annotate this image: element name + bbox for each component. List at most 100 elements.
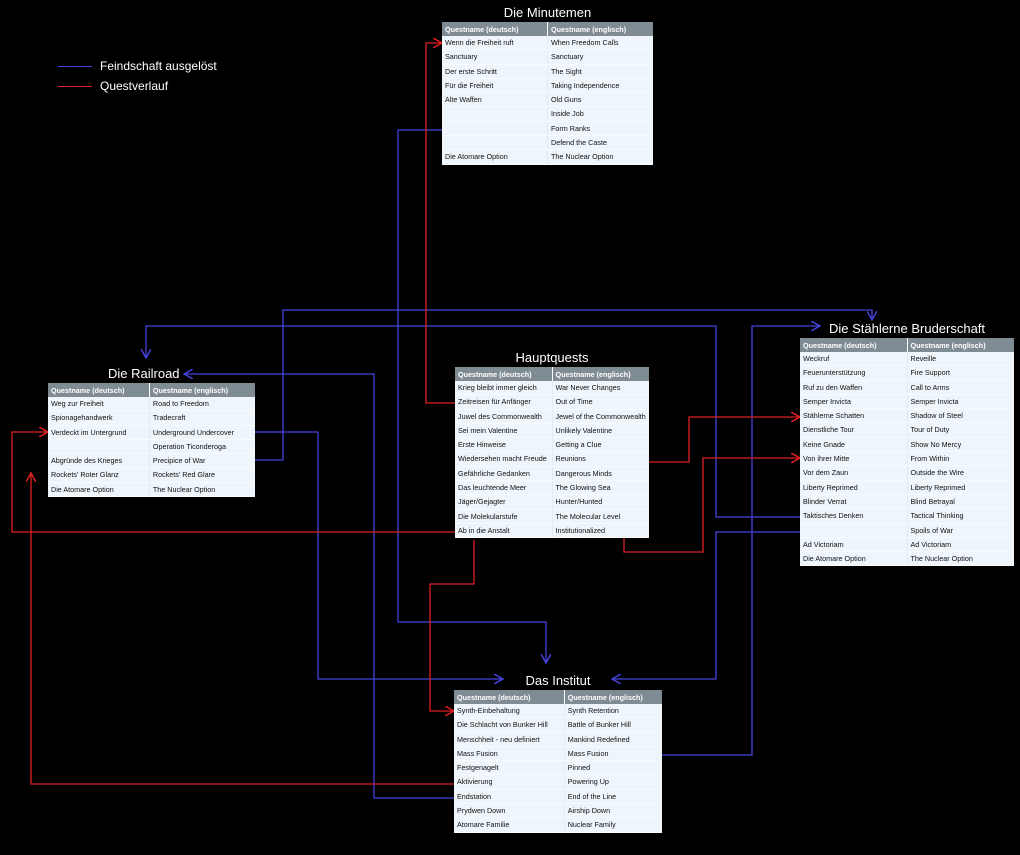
quest-name-german: Weckruf (800, 352, 908, 367)
quest-flow-connector (425, 43, 455, 404)
quest-name-english: Synth Retention (564, 704, 662, 719)
column-german: Questname (deutsch) (800, 338, 908, 352)
quest-name-english: Mass Fusion (564, 746, 662, 762)
quest-name-german (442, 106, 548, 122)
quest-name-german: Die Molekularstufe (455, 509, 553, 524)
quest-name-german: Atomare Familie (454, 817, 565, 833)
table-row: Operation Ticonderoga (48, 439, 255, 455)
hostility-connector (662, 326, 820, 756)
quest-table: Questname (deutsch)Questname (englisch)W… (800, 338, 1014, 567)
quest-flow-connector (11, 432, 455, 533)
legend-quest-flow-label: Questverlauf (100, 79, 169, 93)
quest-name-german: Verdeckt im Untergrund (48, 425, 150, 440)
quest-name-english: Powering Up (564, 774, 662, 790)
quest-name-german: Alte Waffen (442, 92, 548, 108)
quest-name-english: Institutionalized (552, 523, 649, 539)
quest-name-english: Underground Undercover (149, 425, 255, 440)
faction-railroad: Die Railroad Questname (deutsch)Questnam… (48, 365, 255, 498)
table-row: Spoils of War (800, 523, 1014, 538)
quest-name-german: Feuerunterstützung (800, 365, 908, 381)
quest-name-german: Krieg bleibt immer gleich (455, 381, 553, 396)
quest-name-german: Ab in die Anstalt (455, 523, 553, 539)
quest-name-english: Road to Freedom (149, 397, 255, 412)
quest-name-german: Prydwen Down (454, 803, 565, 819)
quest-name-english: Operation Ticonderoga (149, 439, 255, 455)
quest-flow-connector (31, 473, 455, 785)
quest-name-english: Airship Down (564, 803, 662, 819)
quest-name-english: Pinned (564, 760, 662, 776)
column-english: Questname (englisch) (564, 690, 662, 704)
quest-name-german: Menschheit - neu definiert (454, 732, 565, 747)
quest-name-english: Shadow of Steel (907, 408, 1014, 424)
hostility-connector (612, 531, 800, 679)
quest-name-english: Tradecraft (149, 410, 255, 426)
table-row: Inside Job (442, 106, 653, 122)
column-english: Questname (englisch) (552, 367, 649, 381)
quest-name-english: War Never Changes (552, 381, 649, 396)
quest-name-german: Weg zur Freiheit (48, 397, 150, 412)
legend-quest-flow: Questverlauf (58, 76, 217, 96)
quest-name-german: Die Atomare Option (48, 482, 150, 498)
quest-table: Questname (deutsch)Questname (englisch)K… (455, 367, 649, 539)
quest-name-english: Tour of Duty (907, 422, 1014, 438)
quest-flow-connector (649, 417, 800, 463)
quest-name-german: Liberty Reprimed (800, 480, 908, 495)
quest-name-german: Spionagehandwerk (48, 410, 150, 426)
quest-name-german: Die Schlacht von Bunker Hill (454, 717, 565, 733)
quest-name-german: Aktivierung (454, 774, 565, 790)
quest-name-german: Ad Victoriam (800, 537, 908, 553)
faction-title: Die Stählerne Bruderschaft (828, 321, 986, 336)
hostility-lines (146, 129, 872, 799)
quest-name-english: Dangerous Minds (552, 466, 649, 482)
quest-name-german: Erste Hinweise (455, 437, 553, 453)
column-english: Questname (englisch) (547, 22, 653, 36)
quest-name-english: The Nuclear Option (547, 149, 653, 165)
quest-name-english: Taking Independence (547, 78, 653, 94)
faction-minutemen: Die Minutemen Questname (deutsch)Questna… (442, 4, 653, 165)
legend-hostility-line (58, 65, 92, 67)
quest-name-german: Semper Invicta (800, 394, 908, 410)
quest-name-english: Blind Betrayal (907, 494, 1014, 510)
quest-name-english: Show No Mercy (907, 437, 1014, 453)
quest-name-german: Ruf zu den Waffen (800, 380, 908, 395)
quest-name-german: Juwel des Commonwealth (455, 409, 553, 424)
quest-name-english: End of the Line (564, 789, 662, 805)
quest-name-english: Tactical Thinking (907, 508, 1014, 524)
quest-name-german: Die Atomare Option (442, 149, 548, 165)
column-english: Questname (englisch) (907, 338, 1014, 352)
legend-hostility-label: Feindschaft ausgelöst (100, 59, 217, 73)
quest-name-english: Semper Invicta (907, 394, 1014, 410)
quest-name-english: When Freedom Calls (547, 36, 653, 51)
quest-name-english: Precipice of War (149, 453, 255, 469)
quest-table: Questname (deutsch)Questname (englisch)W… (48, 383, 255, 498)
table-row: Defend the Caste (442, 135, 653, 151)
quest-name-english: Fire Support (907, 365, 1014, 381)
quest-table: Questname (deutsch)Questname (englisch)W… (442, 22, 653, 165)
column-german: Questname (deutsch) (442, 22, 548, 36)
quest-flow-connector (623, 458, 800, 553)
column-english: Questname (englisch) (149, 383, 255, 397)
quest-name-english: The Nuclear Option (907, 551, 1014, 567)
